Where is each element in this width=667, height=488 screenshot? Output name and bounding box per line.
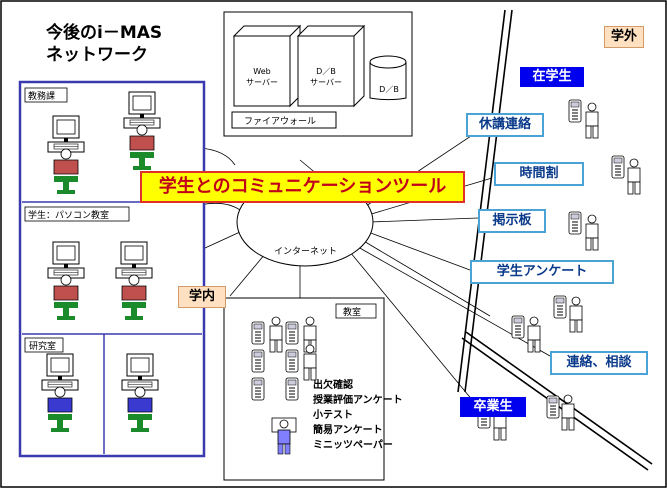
db-server-label: D／B サーバー: [310, 67, 342, 87]
function-quiz: 小テスト: [313, 410, 353, 421]
firewall-box: [231, 111, 337, 129]
service-bulletin-board: 掲示板: [478, 209, 546, 233]
service-class-cancellation: 休講連絡: [466, 113, 544, 137]
function-quick-survey: 簡易アンケート: [313, 425, 383, 436]
academic-affairs-label: 教務課: [28, 92, 56, 102]
graduates-tag: 卒業生: [460, 397, 526, 417]
lab-label: 研究室: [29, 342, 57, 352]
inside-zone-tag: 学内: [178, 286, 226, 308]
classroom-functions: 出欠確認 授業評価アンケート 小テスト 簡易アンケート ミニッツペーパー: [313, 378, 403, 453]
page-title: 今後のi－MAS ネットワーク: [46, 22, 162, 66]
internet-label: インターネット: [274, 247, 338, 257]
communication-tool-banner: 学生とのコミュニケーションツール: [140, 171, 465, 203]
pc-room-label: 学生：パソコン教室: [28, 211, 110, 221]
current-students-tag: 在学生: [520, 67, 584, 87]
function-class-evaluation: 授業評価アンケート: [313, 395, 403, 406]
web-server: [233, 35, 291, 107]
db-storage-label: D／B: [379, 85, 399, 94]
title-line-1: 今後のi－MAS: [46, 23, 163, 43]
function-minute-paper: ミニッツペーパー: [313, 440, 393, 451]
classroom-label: 教室: [343, 308, 362, 318]
service-timetable: 時間割: [494, 162, 584, 186]
web-server-label: Web サーバー: [246, 67, 278, 87]
firewall-label: ファイアウォール: [244, 117, 317, 127]
title-line-2: ネットワーク: [46, 45, 148, 65]
teacher: [271, 417, 297, 455]
service-contact-consult: 連絡、相談: [550, 351, 648, 375]
outside-zone-tag: 学外: [604, 26, 644, 48]
service-student-survey: 学生アンケート: [470, 260, 614, 284]
function-attendance: 出欠確認: [313, 380, 353, 391]
db-storage: [369, 62, 407, 101]
